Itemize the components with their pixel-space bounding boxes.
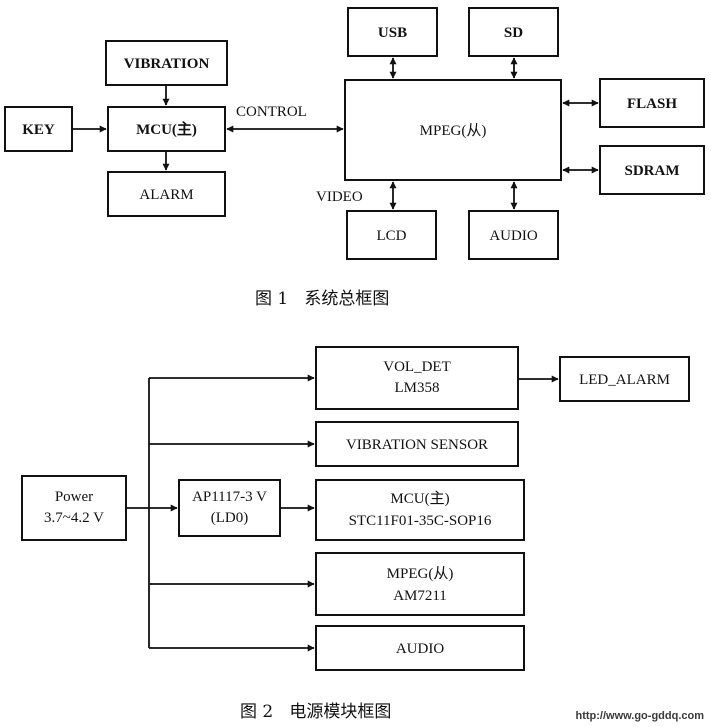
ldo-label-line2: (LD0) [211, 510, 249, 526]
power-box [21, 475, 127, 541]
flash-label: FLASH [627, 96, 677, 112]
figure-1-system-diagram: USB SD VIBRATION KEY MCU(主) MPEG(从) FLAS… [4, 7, 705, 309]
power-label-line1: Power [55, 489, 93, 505]
mcu2-label-line2: STC11F01-35C-SOP16 [349, 513, 492, 529]
sdram-box [599, 145, 705, 195]
figure-1-caption: 图 1 系统总框图 [255, 289, 389, 309]
mpeg2-label-line2: AM7211 [393, 588, 447, 604]
key-label: KEY [22, 122, 55, 138]
lcd-box [346, 210, 437, 260]
mcu-label: MCU(主) [136, 120, 197, 138]
sd-box [468, 7, 559, 57]
mpeg-box [344, 79, 562, 181]
sd-label: SD [504, 25, 523, 41]
sdram-label: SDRAM [625, 163, 680, 179]
vibration-sensor-box [315, 421, 519, 467]
mcu-box-2 [315, 479, 525, 541]
led-alarm-box [559, 356, 690, 402]
alarm-label: ALARM [139, 187, 193, 203]
alarm-box [107, 171, 226, 217]
usb-label: USB [378, 25, 407, 41]
watermark-url: http://www.go-gddq.com [575, 710, 704, 722]
lcd-label: LCD [377, 228, 407, 244]
audio-box [468, 210, 559, 260]
audio-label: AUDIO [489, 228, 537, 244]
flash-box [599, 78, 705, 128]
figure-2-power-diagram: Power 3.7~4.2 V AP1117-3 V (LD0) VOL_DET… [21, 346, 690, 722]
voldet-label-line2: LM358 [395, 380, 440, 396]
power-label-line2: 3.7~4.2 V [44, 510, 104, 526]
ldo-label-line1: AP1117-3 V [192, 489, 267, 505]
vibration-label: VIBRATION [124, 56, 210, 72]
figure-2-caption: 图 2 电源模块框图 [240, 702, 391, 722]
mcu2-label-line1: MCU(主) [390, 490, 449, 507]
mpeg2-label-line1: MPEG(从) [387, 566, 454, 582]
audio2-label: AUDIO [396, 641, 444, 657]
audio-box-2 [315, 625, 525, 671]
usb-box [347, 7, 438, 57]
vibration-sensor-label: VIBRATION SENSOR [346, 437, 488, 453]
voldet-label-line1: VOL_DET [383, 359, 451, 375]
video-label: VIDEO [316, 189, 363, 205]
led-alarm-label: LED_ALARM [579, 372, 670, 388]
control-label: CONTROL [236, 104, 307, 120]
voldet-box [315, 346, 519, 410]
mpeg-label: MPEG(从) [420, 123, 487, 139]
mpeg-box-2 [315, 552, 525, 616]
